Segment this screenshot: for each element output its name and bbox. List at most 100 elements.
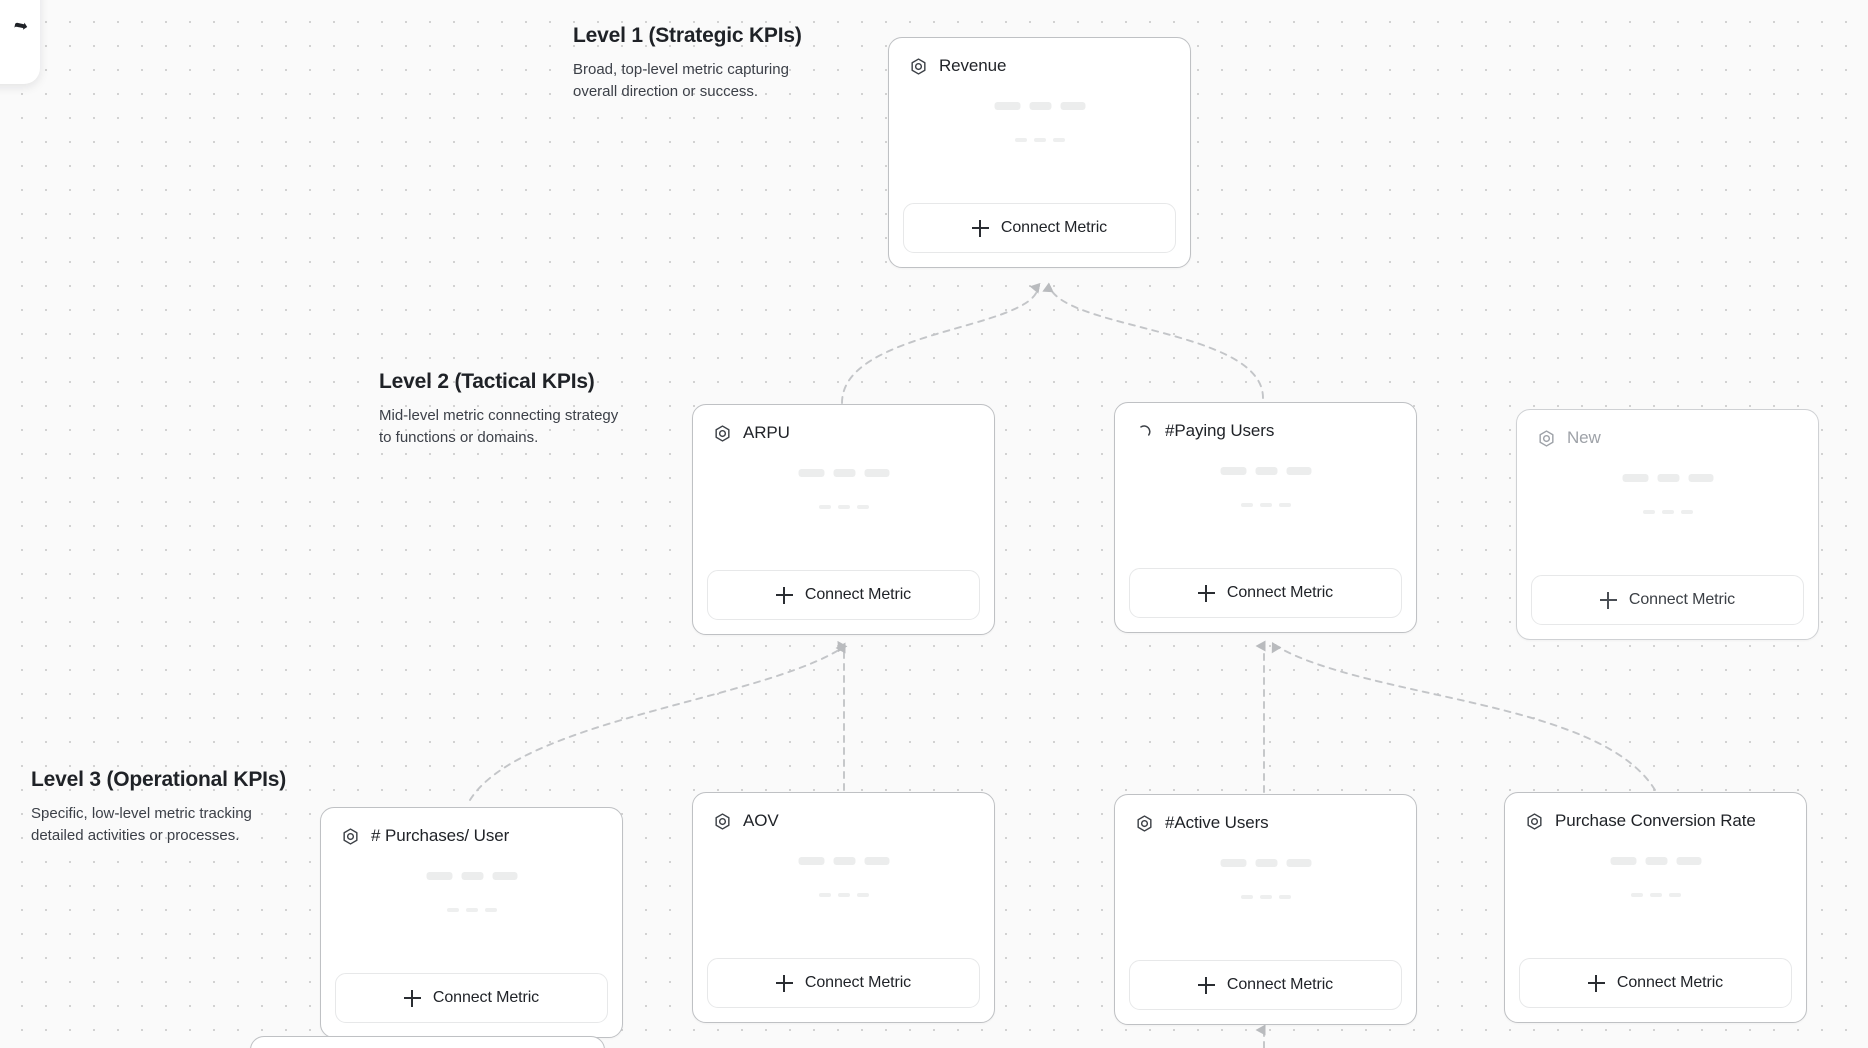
skeleton-row-primary [798,857,889,865]
level-3-label-block: Level 3 (Operational KPIs) Specific, low… [31,768,286,847]
skeleton-row-primary [1220,859,1311,867]
card-title: ARPU [743,423,790,442]
card-skeleton-body [1115,441,1416,568]
skeleton-dash [818,505,831,509]
level-1-label-block: Level 1 (Strategic KPIs) Broad, top-leve… [573,24,818,103]
hexagon-metric-icon [341,827,360,846]
skeleton-dash [465,908,478,912]
skeleton-bar [798,857,824,865]
skeleton-row-primary [426,872,517,880]
card-skeleton-body [693,831,994,958]
skeleton-bar [1220,467,1246,475]
skeleton-row-secondary [446,908,497,912]
metric-card-aov[interactable]: AOV Connect Metric [692,792,995,1023]
skeleton-bar [1255,467,1277,475]
skeleton-row-secondary [818,893,869,897]
connect-metric-button[interactable]: Connect Metric [707,958,980,1008]
connect-metric-button[interactable]: Connect Metric [1129,568,1402,618]
connect-metric-button[interactable]: Connect Metric [903,203,1176,253]
metric-card-new[interactable]: New Connect Metric [1516,409,1819,640]
skeleton-bar [1610,857,1636,865]
skeleton-dash [1668,893,1681,897]
hexagon-metric-icon [1537,429,1556,448]
skeleton-bar [1060,102,1085,110]
plus-icon [971,219,989,237]
card-header: Revenue [889,38,1190,76]
metric-card-purchase-conversion-rate[interactable]: Purchase Conversion Rate Connect Metric [1504,792,1807,1023]
card-header: ARPU [693,405,994,443]
spinner-loading-icon [1135,422,1154,441]
skeleton-row-primary [1220,467,1311,475]
skeleton-dash [1052,138,1065,142]
floating-toolbar-panel[interactable]: ➦ [0,0,40,84]
skeleton-bar [1286,467,1311,475]
cursor-pointer-icon: ➦ [11,14,30,36]
skeleton-dash [1278,895,1291,899]
skeleton-bar [864,469,889,477]
level-2-title: Level 2 (Tactical KPIs) [379,370,595,393]
level-1-description: Broad, top-level metric capturing overal… [573,61,789,100]
card-title: Purchase Conversion Rate [1555,811,1756,830]
card-title: # Purchases/ User [371,826,510,845]
connect-metric-label: Connect Metric [1226,976,1334,993]
metric-card-active-users[interactable]: #Active Users Connect Metric [1114,794,1417,1025]
skeleton-dash [446,908,459,912]
skeleton-row-secondary [1642,510,1693,514]
skeleton-bar [426,872,452,880]
card-skeleton-body [1115,833,1416,960]
metric-card-partial-below-fold[interactable] [250,1036,605,1048]
plus-icon [1599,591,1617,609]
skeleton-dash [1259,503,1272,507]
connect-metric-button[interactable]: Connect Metric [335,973,608,1023]
card-header: #Active Users [1115,795,1416,833]
skeleton-bar [994,102,1020,110]
connect-metric-button[interactable]: Connect Metric [1519,958,1792,1008]
skeleton-row-primary [1610,857,1701,865]
skeleton-bar [1657,474,1679,482]
connect-metric-label: Connect Metric [1000,219,1108,236]
card-header: #Paying Users [1115,403,1416,441]
level-2-label-block: Level 2 (Tactical KPIs) Mid-level metric… [379,370,624,449]
skeleton-bar [1286,859,1311,867]
skeleton-row-secondary [818,505,869,509]
plus-icon [775,974,793,992]
connect-metric-label: Connect Metric [804,974,912,991]
card-skeleton-body [889,76,1190,203]
card-skeleton-body [693,443,994,570]
connect-metric-button[interactable]: Connect Metric [707,570,980,620]
card-header: New [1517,410,1818,448]
skeleton-bar [1676,857,1701,865]
skeleton-dash [1680,510,1693,514]
plus-icon [1197,976,1215,994]
skeleton-bar [1645,857,1667,865]
skeleton-row-secondary [1240,895,1291,899]
skeleton-dash [856,505,869,509]
skeleton-dash [1661,510,1674,514]
skeleton-bar [461,872,483,880]
hexagon-metric-icon [1135,814,1154,833]
skeleton-bar [833,857,855,865]
hexagon-metric-icon [713,424,732,443]
skeleton-dash [1014,138,1027,142]
skeleton-row-secondary [1240,503,1291,507]
connect-metric-button[interactable]: Connect Metric [1129,960,1402,1010]
skeleton-dash [818,893,831,897]
skeleton-row-secondary [1014,138,1065,142]
connect-metric-button[interactable]: Connect Metric [1531,575,1804,625]
card-skeleton-body [1505,831,1806,958]
metric-card-purchases-per-user[interactable]: # Purchases/ User Connect Metric [320,807,623,1038]
metric-card-paying-users[interactable]: #Paying Users Connect Metric [1114,402,1417,633]
skeleton-row-primary [1622,474,1713,482]
skeleton-bar [1622,474,1648,482]
metric-card-arpu[interactable]: ARPU Connect Metric [692,404,995,635]
connect-metric-label: Connect Metric [804,586,912,603]
plus-icon [403,989,421,1007]
skeleton-bar [1255,859,1277,867]
skeleton-row-secondary [1630,893,1681,897]
metric-card-revenue[interactable]: Revenue Connect Metric [888,37,1191,268]
skeleton-dash [484,908,497,912]
hexagon-metric-icon [713,812,732,831]
skeleton-row-primary [994,102,1085,110]
skeleton-dash [1259,895,1272,899]
